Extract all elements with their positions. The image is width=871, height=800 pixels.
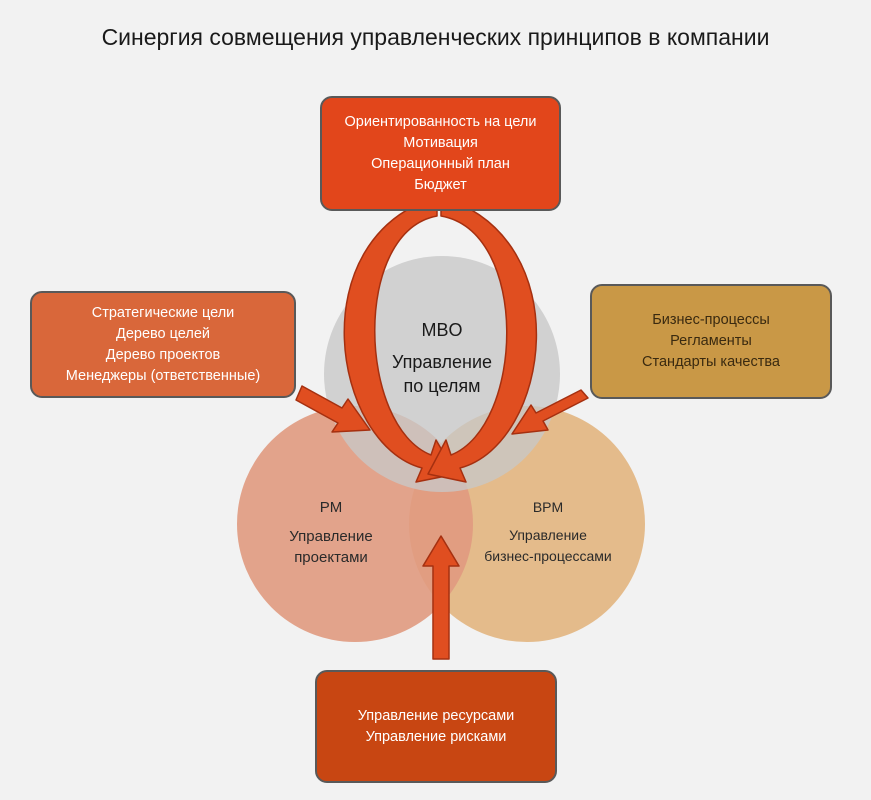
curved-arrow-right [427, 196, 538, 483]
box-strategic-goals: Стратегические цели Дерево целей Дерево … [30, 291, 296, 398]
box-bottom-line: Управление ресурсами [357, 707, 515, 724]
pm-title-line: Управление [289, 528, 373, 545]
pm-title-line: проектами [294, 549, 368, 566]
pm-abbreviation: PM [319, 499, 343, 516]
box-top-line: Операционный план [371, 155, 510, 172]
box-right-line: Регламенты [670, 333, 752, 349]
circle-bpm-label: BPM Управление бизнес-процессами [468, 497, 628, 567]
box-business-processes: Бизнес-процессы Регламенты Стандарты кач… [590, 284, 832, 399]
box-left-line: Менеджеры (ответственные) [65, 367, 261, 384]
bpm-title-line: бизнес-процессами [484, 548, 612, 564]
box-top-line: Бюджет [414, 176, 467, 193]
curved-arrow-left [343, 196, 457, 483]
arrow-from-right-box [511, 389, 589, 435]
box-left-line: Стратегические цели [91, 304, 235, 321]
mbo-abbreviation: MBO [421, 320, 463, 340]
mbo-title-line: по целям [403, 376, 481, 396]
circle-mbo-label: MBO Управление по целям [362, 318, 522, 398]
box-left-line: Дерево целей [116, 325, 210, 342]
box-goals-orientation: Ориентированность на цели Мотивация Опер… [320, 96, 561, 211]
arrow-from-left-box [295, 385, 371, 433]
diagram-title: Синергия совмещения управленческих принц… [101, 24, 770, 50]
arrow-from-bottom-box [422, 535, 460, 660]
box-resource-management: Управление ресурсами Управление рисками [315, 670, 557, 783]
box-top-line: Мотивация [403, 134, 478, 151]
box-left-line: Дерево проектов [105, 346, 221, 363]
box-bottom-line: Управление рисками [365, 728, 507, 745]
bpm-title-line: Управление [509, 527, 587, 543]
mbo-title-line: Управление [391, 352, 493, 372]
box-right-line: Стандарты качества [642, 354, 780, 370]
box-right-line: Бизнес-процессы [652, 312, 770, 328]
bpm-abbreviation: BPM [532, 499, 564, 515]
circle-pm-label: PM Управление проектами [251, 497, 411, 568]
box-top-line: Ориентированность на цели [344, 113, 537, 130]
